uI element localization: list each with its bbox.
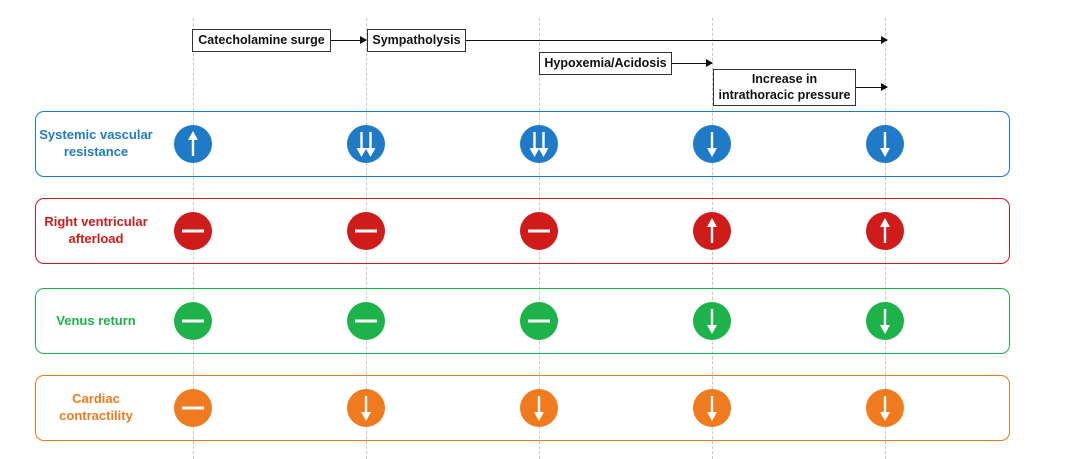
up-arrow-icon: [174, 125, 212, 163]
event-arrow-2: [466, 36, 888, 44]
no-change-icon: [347, 302, 385, 340]
double-down-arrow-icon: [347, 125, 385, 163]
row-label: Right ventricular afterload: [44, 214, 148, 246]
no-change-icon: [174, 389, 212, 427]
event-label: Sympatholysis: [372, 32, 461, 47]
event-arrow-3: [672, 59, 713, 67]
no-change-icon: [347, 212, 385, 250]
event-label: Increase in intrathoracic pressure: [718, 71, 851, 102]
row-venus-return: Venus return: [35, 288, 1010, 354]
row-right-ventricular-afterload: Right ventricular afterload: [35, 198, 1010, 264]
row-label: Cardiac contractility: [59, 391, 133, 423]
row-label: Venus return: [56, 312, 136, 328]
event-box-catecholamine-surge: Catecholamine surge: [192, 29, 331, 52]
event-box-hypoxemia-acidosis: Hypoxemia/Acidosis: [539, 52, 672, 75]
down-arrow-icon: [693, 125, 731, 163]
event-label: Hypoxemia/Acidosis: [544, 55, 667, 70]
event-box-sympatholysis: Sympatholysis: [367, 29, 466, 52]
down-arrow-icon: [520, 389, 558, 427]
up-arrow-icon: [693, 212, 731, 250]
no-change-icon: [174, 212, 212, 250]
no-change-icon: [520, 212, 558, 250]
no-change-icon: [174, 302, 212, 340]
row-label: Systemic vascular resistance: [39, 127, 153, 159]
down-arrow-icon: [866, 389, 904, 427]
row-cardiac-contractility: Cardiac contractility: [35, 375, 1010, 441]
down-arrow-icon: [347, 389, 385, 427]
down-arrow-icon: [866, 125, 904, 163]
down-arrow-icon: [693, 302, 731, 340]
row-systemic-vascular-resistance: Systemic vascular resistance: [35, 111, 1010, 177]
no-change-icon: [520, 302, 558, 340]
event-label: Catecholamine surge: [198, 32, 325, 47]
down-arrow-icon: [693, 389, 731, 427]
up-arrow-icon: [866, 212, 904, 250]
event-arrow-1: [331, 36, 367, 44]
double-down-arrow-icon: [520, 125, 558, 163]
event-arrow-4: [856, 83, 888, 91]
down-arrow-icon: [866, 302, 904, 340]
event-box-intrathoracic-pressure: Increase in intrathoracic pressure: [713, 69, 856, 106]
